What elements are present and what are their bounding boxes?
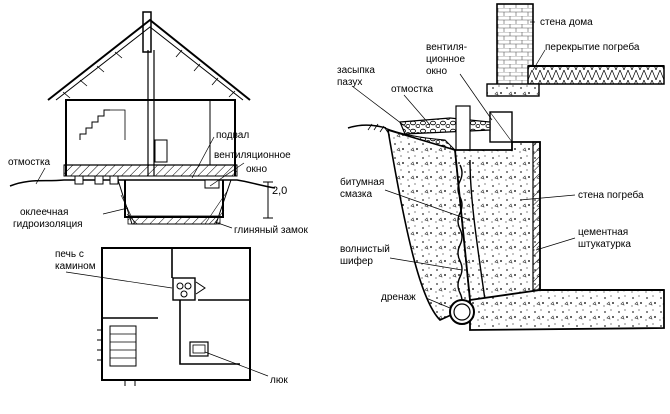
hatch-luk [189, 341, 209, 357]
label-pech-1: печь с [55, 249, 84, 260]
label-drenazh: дренаж [381, 292, 416, 303]
house-section [9, 11, 276, 229]
ground-line [9, 179, 276, 189]
label-otmostka-left: отмостка [8, 157, 51, 168]
label-lyuk: люк [270, 375, 288, 386]
dimension-label: 2,0 [272, 185, 287, 197]
plan-stairs [109, 325, 137, 367]
label-volnist-1: волнистый [340, 244, 390, 255]
label-stena-pogreba: стена погреба [578, 189, 644, 201]
cellar-floor [469, 289, 665, 331]
label-stena-doma: стена дома [540, 17, 593, 28]
house-wall [496, 3, 534, 89]
cellar-wall-detail [347, 3, 665, 331]
label-otmostka-right: отмостка [391, 84, 434, 95]
cellar-wall [454, 141, 541, 301]
label-pech-2: камином [55, 261, 96, 272]
label-vent-r2: ционное [426, 54, 465, 65]
label-volnist-2: шифер [340, 255, 373, 267]
label-zasypka-2: пазух [337, 77, 362, 88]
label-zasypka-1: засыпка [337, 65, 375, 76]
cement-plaster [532, 141, 541, 291]
label-glin-zamok: глиняный замок [234, 225, 308, 236]
floor-plan [65, 247, 269, 386]
label-okleech-1: оклеечная [20, 207, 68, 218]
label-cement-1: цементная [578, 227, 628, 238]
label-vent-r1: вентиля- [426, 42, 467, 53]
roof [47, 18, 251, 101]
label-podval: подвал [216, 130, 249, 141]
label-cement-2: штукатурка [578, 239, 631, 250]
label-vent-window-1: вентиляционное [214, 150, 291, 161]
label-vent-window-2: окно [246, 164, 267, 175]
label-bitum-2: смазка [340, 189, 373, 200]
label-vent-r3: окно [426, 66, 447, 77]
attic-stairs [79, 109, 110, 140]
label-okleech-2: гидроизоляция [13, 219, 83, 230]
cellar-ceiling-slab [527, 65, 665, 85]
label-bitum-1: битумная [340, 176, 384, 188]
bitumen-coating [469, 159, 486, 301]
label-perekrytie: перекрытие погреба [545, 41, 640, 53]
wavy-slate [457, 164, 463, 310]
